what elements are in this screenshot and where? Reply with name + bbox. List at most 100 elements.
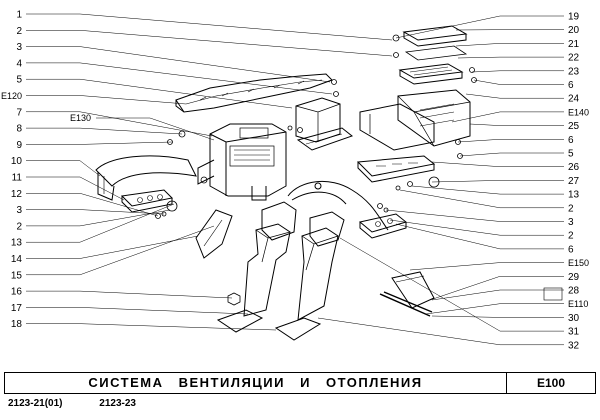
callout-leader [431,289,501,301]
callout-lines [26,13,564,346]
callout-label: 25 [568,121,580,132]
callout-label: 8 [16,124,22,135]
callout-label: E140 [568,107,589,117]
callout-label: 13 [568,190,580,201]
left-air-vent [120,189,174,213]
callout-label: 24 [568,94,580,105]
parts-drawing [95,25,477,341]
exploded-parts-diagram: 12345E1207891011123213141516171819202122… [1,10,589,352]
callout-leader [431,180,501,183]
callout-leader [473,79,501,85]
callout-label: 18 [11,319,23,330]
callout-label: 3 [568,217,574,228]
callout-label: 22 [568,53,580,64]
callout-label: 6 [568,135,574,146]
callout-box [543,287,563,301]
callout-label: 4 [16,58,22,69]
callout-label: 2 [16,26,22,37]
callout-label: 1 [16,10,22,21]
callout-label: 3 [16,42,22,53]
air-filter-stack [398,25,468,85]
right-air-vent [358,213,408,239]
callout-leader [431,315,501,318]
callout-leader [339,237,501,332]
callout-leader [79,307,249,315]
callout-leader [385,209,501,222]
central-air-duct [295,97,354,151]
callout-label: 11 [12,173,23,184]
callout-leader [399,189,501,209]
callout-leader [457,139,501,143]
callout-leader [79,176,125,201]
callout-label: 20 [568,25,580,36]
callout-leader [465,93,501,99]
callout-leader [79,235,199,259]
callout-label: 15 [11,270,23,281]
callout-label: 9 [16,140,22,151]
callout-label: 16 [11,287,23,298]
callout-leader [79,193,159,217]
callout-label: E130 [70,113,91,123]
callout-leader [459,152,501,157]
callout-leader [317,317,501,346]
fasteners [155,34,477,306]
air-intake-housing [359,89,471,151]
title-block: СИСТЕМА ВЕНТИЛЯЦИИ И ОТОПЛЕНИЯ E100 [4,372,596,394]
callout-label: 6 [568,80,574,91]
callout-label: 19 [568,12,580,23]
model-list: 2123-21(01) 2123-23 [8,398,170,409]
callout-leader [79,225,215,276]
rear-duct-connector [195,209,233,259]
callout-leader [79,78,293,109]
model-code: 2123-23 [99,398,136,409]
callout-leader [79,290,233,299]
callout-leader [79,46,331,83]
callout-label: 10 [11,156,23,167]
callout-leader [79,209,171,227]
callout-leader [79,203,175,243]
callout-label: 28 [568,286,580,297]
right-floor-duct [274,211,345,341]
callout-leader [79,127,183,135]
callout-leader [429,276,501,301]
section-code: E100 [506,373,595,393]
callout-label: E150 [568,258,589,268]
callout-label: 21 [568,39,580,50]
callout-label: 2 [568,203,574,214]
callout-leader [79,141,173,145]
callout-label: 27 [568,176,580,187]
left-floor-duct [216,201,297,333]
callout-label: 6 [568,244,574,255]
callout-label: E120 [1,91,22,101]
callout-labels: 12345E1207891011123213141516171819202122… [1,10,589,352]
callout-label: E110 [568,299,588,309]
heater-unit [197,123,287,201]
callout-leader [79,209,165,215]
callout-label: 2 [568,231,574,242]
callout-label: 2 [16,221,22,232]
callout-label: 31 [568,327,580,338]
model-code: 2123-21(01) [8,398,63,409]
callout-label: 12 [11,189,23,200]
centre-dashboard-vent [356,155,436,183]
callout-leader [79,62,333,95]
callout-leader [395,223,501,250]
callout-label: 26 [568,162,580,173]
callout-leader [79,30,393,57]
callout-leader [425,303,501,315]
callout-leader [395,15,501,39]
callout-leader [389,219,501,236]
callout-leader [411,185,501,195]
callout-leader [455,43,501,47]
callout-leader [471,70,501,73]
callout-leader [79,160,101,177]
drain-hose [379,271,435,317]
callout-leader [79,95,187,105]
side-vent-hose [95,155,197,201]
callout-label: 7 [16,107,22,118]
callout-label: 14 [11,254,23,265]
callout-label: 23 [568,66,580,77]
callout-label: 5 [568,149,574,160]
callout-label: 13 [11,238,23,249]
callout-leader [149,117,215,141]
